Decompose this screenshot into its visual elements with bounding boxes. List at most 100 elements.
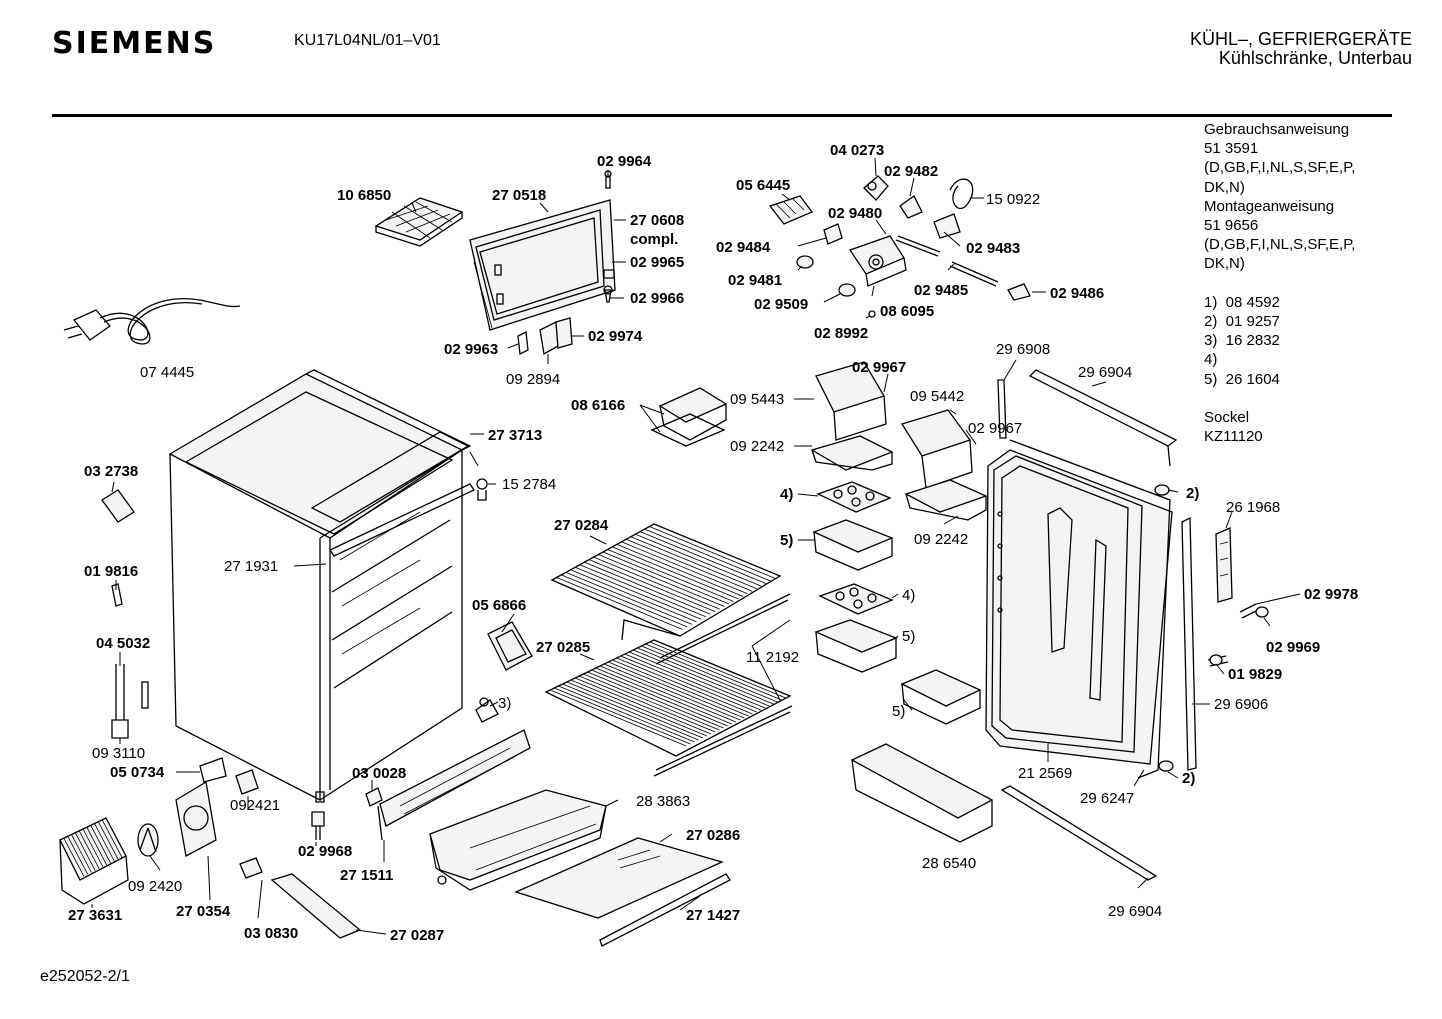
label-p35: 03 2738 — [84, 463, 138, 480]
bracket-drawing — [487, 621, 533, 671]
label-p01: 10 6850 — [337, 187, 391, 204]
side-info-line: 5) 26 1604 — [1204, 370, 1280, 388]
category-line-2: Kühlschränke, Unterbau — [1218, 48, 1412, 68]
label-p73: 03 0830 — [244, 925, 298, 942]
side-info-line: Gebrauchsanweisung — [1204, 121, 1350, 138]
bottle-shelf-drawing — [850, 743, 994, 843]
label-p17: 02 9483 — [966, 240, 1020, 257]
label-p25: 29 6908 — [996, 341, 1050, 358]
main-door-drawing — [985, 439, 1173, 779]
label-p72: 29 6904 — [1108, 903, 1162, 920]
label-p47: 04 5032 — [96, 635, 150, 652]
label-p71: 27 1427 — [686, 907, 740, 924]
label-p16: 02 9480 — [828, 205, 882, 222]
relay-drawing — [235, 769, 259, 795]
condenser-drawing — [59, 817, 129, 905]
label-p23: 08 6095 — [880, 303, 934, 320]
label-p09: 02 9974 — [588, 328, 643, 345]
leader-lines — [91, 157, 1301, 935]
label-p67: 27 1511 — [340, 867, 393, 884]
label-p29: 08 6166 — [571, 397, 625, 414]
front-strip-drawing — [599, 873, 731, 947]
butter-box-drawing — [650, 387, 728, 447]
leveling-foot-drawing — [311, 811, 325, 840]
side-info-line: (D,GB,F,I,NL,S,SF,E,P, — [1204, 159, 1356, 177]
fan-housing-drawing — [175, 757, 227, 857]
shelf-lower-drawing — [544, 639, 792, 757]
label-p28: 09 5443 — [730, 391, 784, 408]
freezer-door-drawing — [469, 199, 616, 331]
label-p14: 15 0922 — [986, 191, 1040, 208]
label-p31: 02 9967 — [968, 420, 1022, 437]
label-p64: 02 9968 — [298, 843, 352, 860]
label-p07: 02 9966 — [630, 290, 684, 307]
label-p61: 29 6247 — [1080, 790, 1134, 807]
label-p66: 09 2420 — [128, 878, 182, 895]
door-gasket-strip-drawing — [997, 369, 1178, 467]
left-small-parts-drawing — [101, 489, 149, 739]
label-p18: 02 9484 — [716, 239, 771, 256]
thermostat-drawing — [768, 175, 1031, 318]
side-info-line: Montageanweisung — [1204, 197, 1335, 215]
fan-drawing — [137, 823, 159, 857]
label-p65: 27 0286 — [686, 827, 740, 844]
label-p22: 02 9509 — [754, 296, 808, 313]
side-info-line: 2) 01 9257 — [1204, 313, 1280, 331]
drawing-code: e252052-2/1 — [40, 968, 130, 985]
side-info-line: DK,N) — [1204, 178, 1245, 196]
clip-drawing — [365, 787, 383, 807]
label-p53: 3) — [498, 695, 511, 712]
label-p24: 02 8992 — [814, 325, 868, 342]
part-labels: 10 6850 27 0518 02 9964 27 0608 compl. 0… — [68, 142, 1358, 944]
label-p02: 27 0518 — [492, 187, 546, 204]
side-info-line: 3) 16 2832 — [1204, 332, 1280, 350]
label-p42: 27 1931 — [224, 558, 278, 575]
label-p39: 26 1968 — [1226, 499, 1280, 516]
category-line-1: KÜHL–, GEFRIERGERÄTE — [1189, 29, 1412, 49]
label-p30: 09 5442 — [910, 388, 964, 405]
label-p21: 02 9486 — [1050, 285, 1104, 302]
door-switch-drawing — [239, 857, 263, 879]
label-p13: 02 9482 — [884, 163, 938, 180]
shelf-rails-drawing — [653, 593, 793, 777]
label-p49: 11 2192 — [746, 649, 799, 666]
label-p59: 21 2569 — [1018, 765, 1072, 782]
label-p45: 4) — [902, 587, 915, 604]
label-p11: 07 4445 — [140, 364, 194, 381]
label-p38: 2) — [1186, 485, 1199, 502]
side-info-line: 4) — [1204, 351, 1218, 369]
bottom-rail-drawing — [270, 873, 362, 939]
label-p52: 01 9829 — [1228, 666, 1282, 683]
header-rule — [52, 114, 1392, 117]
label-p43: 01 9816 — [84, 563, 138, 580]
label-p04: 27 0608 — [630, 212, 684, 229]
label-p05: compl. — [630, 231, 678, 248]
label-p34: 15 2784 — [502, 476, 556, 493]
handle-drawing — [1215, 527, 1233, 603]
side-info-line: 51 3591 — [1204, 140, 1259, 158]
label-p15: 05 6445 — [736, 177, 790, 194]
ice-tray-drawing — [374, 197, 464, 247]
label-p55: 29 6906 — [1214, 696, 1268, 713]
side-info-line: DK,N) — [1204, 255, 1245, 273]
label-p70: 27 0354 — [176, 903, 231, 920]
label-p12: 04 0273 — [830, 142, 884, 159]
door-boxes-drawing — [812, 519, 982, 725]
door-pins-drawing — [1154, 484, 1269, 772]
door-bottom-strip-drawing — [1000, 785, 1158, 881]
label-p06: 02 9965 — [630, 254, 684, 271]
label-p44: 05 6866 — [472, 597, 526, 614]
side-info: Gebrauchsanweisung 51 3591(D,GB,F,I,NL,S,… — [1204, 120, 1355, 446]
label-p40: 5) — [780, 532, 793, 549]
door-box-right-drawing — [900, 409, 988, 521]
shelf-upper-drawing — [550, 523, 782, 641]
label-p33: 27 3713 — [488, 427, 542, 444]
label-p63: 28 3863 — [636, 793, 690, 810]
label-p57: 05 0734 — [110, 764, 165, 781]
butter-compartment-drawing — [810, 361, 894, 471]
label-p27: 02 9967 — [852, 359, 906, 376]
egg-trays-drawing — [816, 481, 894, 615]
label-p46: 02 9978 — [1304, 586, 1358, 603]
part-drawings — [59, 170, 1269, 947]
